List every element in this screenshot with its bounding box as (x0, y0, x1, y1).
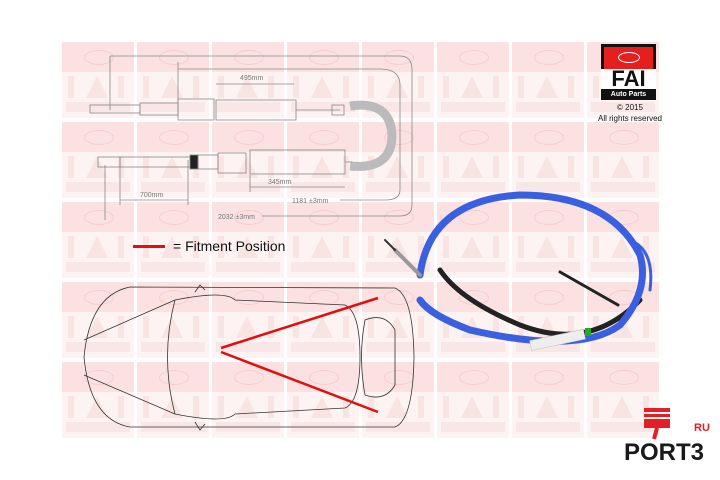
piston-icon (644, 408, 670, 440)
watermark-tile (287, 282, 359, 358)
watermark-tile (512, 42, 584, 118)
watermark-tile (212, 202, 284, 278)
watermark-tile (512, 122, 584, 198)
cable-photo (384, 191, 653, 351)
logo-oval (618, 52, 640, 63)
legend: = Fitment Position (133, 238, 285, 254)
watermark-tile (587, 122, 659, 198)
watermark-tile (62, 282, 134, 358)
watermark-tile (362, 202, 434, 278)
fitment-legend-swatch (133, 244, 165, 248)
watermark-tile (362, 122, 434, 198)
watermark-tile (212, 282, 284, 358)
watermark-tile (512, 202, 584, 278)
port3-logo: RU PORT3 (620, 408, 715, 470)
watermark-tile (587, 202, 659, 278)
watermark-tile (62, 202, 134, 278)
port3-text: PORT3 (624, 439, 705, 466)
watermark-tile (437, 42, 509, 118)
dim-495: 495mm (240, 75, 264, 82)
dim-2032: 2032 ±3mm (218, 214, 255, 221)
watermark-tile (287, 42, 359, 118)
watermark-tile (137, 42, 209, 118)
dim-345: 345mm (268, 179, 292, 186)
port3-ru: RU (694, 422, 710, 434)
dim-700: 700mm (140, 192, 164, 199)
watermark-tile (287, 202, 359, 278)
watermark-tile (137, 122, 209, 198)
logo-sub: Auto Parts (610, 91, 647, 98)
rights-text: All rights reserved (597, 114, 663, 123)
watermark-tile (212, 122, 284, 198)
logo-brand: FAI (601, 68, 656, 90)
copyright-notice: © 2015 All rights reserved (590, 102, 670, 124)
fitment-lines (220, 296, 379, 414)
watermark-tile (437, 362, 509, 438)
watermark-tile (362, 282, 434, 358)
watermark-tile (62, 122, 134, 198)
dim-1181: 1181 ±3mm (292, 198, 329, 205)
copyright-year: © 2015 (617, 103, 643, 112)
legend-label: = Fitment Position (173, 238, 286, 254)
watermark-tile (512, 362, 584, 438)
fai-logo: FAI Auto Parts (601, 44, 656, 100)
watermark-tile (212, 42, 284, 118)
car-top-view (83, 284, 415, 431)
watermark-tile (437, 122, 509, 198)
